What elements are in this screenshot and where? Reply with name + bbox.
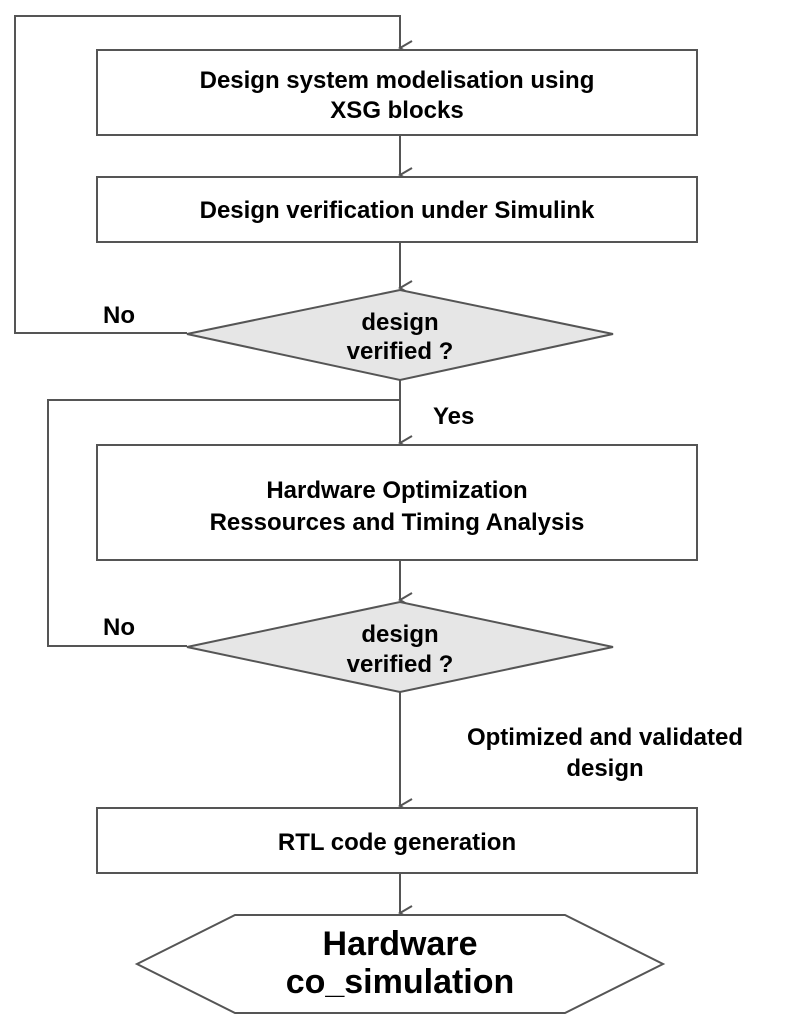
- step-hardware-optimization: Hardware Optimization Ressources and Tim…: [96, 444, 698, 561]
- terminal-hardware-cosimulation-line1: Hardware: [323, 925, 478, 963]
- step-design-modelisation-box: [96, 49, 698, 136]
- step-design-modelisation-line2: XSG blocks: [330, 97, 463, 124]
- step-design-modelisation: Design system modelisation using XSG blo…: [96, 49, 698, 136]
- loop-no-2-connector: [47, 399, 400, 647]
- decision-1-yes-label: Yes: [433, 403, 474, 430]
- decision-1-no-label: No: [103, 302, 135, 329]
- step-rtl-code-generation-line1: RTL code generation: [278, 829, 516, 856]
- decision-design-verified-1: design verified ?: [186, 288, 614, 382]
- step-hardware-optimization-line2: Ressources and Timing Analysis: [210, 509, 585, 536]
- step-hardware-optimization-box: [96, 444, 698, 561]
- terminal-hardware-cosimulation-line2: co_simulation: [286, 963, 515, 1001]
- decision-design-verified-1-line1: design: [361, 309, 438, 336]
- decision-2-yes-label-line1: Optimized and validated: [467, 724, 743, 751]
- decision-design-verified-2-shape: [186, 600, 614, 694]
- decision-design-verified-2: design verified ?: [186, 600, 614, 694]
- decision-design-verified-1-shape: [186, 288, 614, 382]
- decision-design-verified-1-line2: verified ?: [347, 338, 454, 365]
- step-design-verification-box: [96, 176, 698, 243]
- decision-design-verified-2-line2: verified ?: [347, 651, 454, 678]
- step-design-modelisation-line1: Design system modelisation using: [200, 67, 595, 94]
- decision-2-no-label: No: [103, 614, 135, 641]
- terminal-hardware-cosimulation-shape: [134, 914, 666, 1014]
- decision-design-verified-2-line1: design: [361, 621, 438, 648]
- step-design-verification: Design verification under Simulink: [96, 176, 698, 243]
- step-rtl-code-generation: RTL code generation: [96, 807, 698, 874]
- terminal-hardware-cosimulation: Hardware co_simulation: [134, 914, 666, 1014]
- step-rtl-code-generation-box: [96, 807, 698, 874]
- step-design-verification-line1: Design verification under Simulink: [200, 197, 595, 224]
- connectors: [14, 15, 413, 921]
- step-hardware-optimization-line1: Hardware Optimization: [266, 477, 527, 504]
- loop-no-1-connector: [14, 15, 413, 334]
- decision-2-yes-label-line2: design: [566, 755, 643, 782]
